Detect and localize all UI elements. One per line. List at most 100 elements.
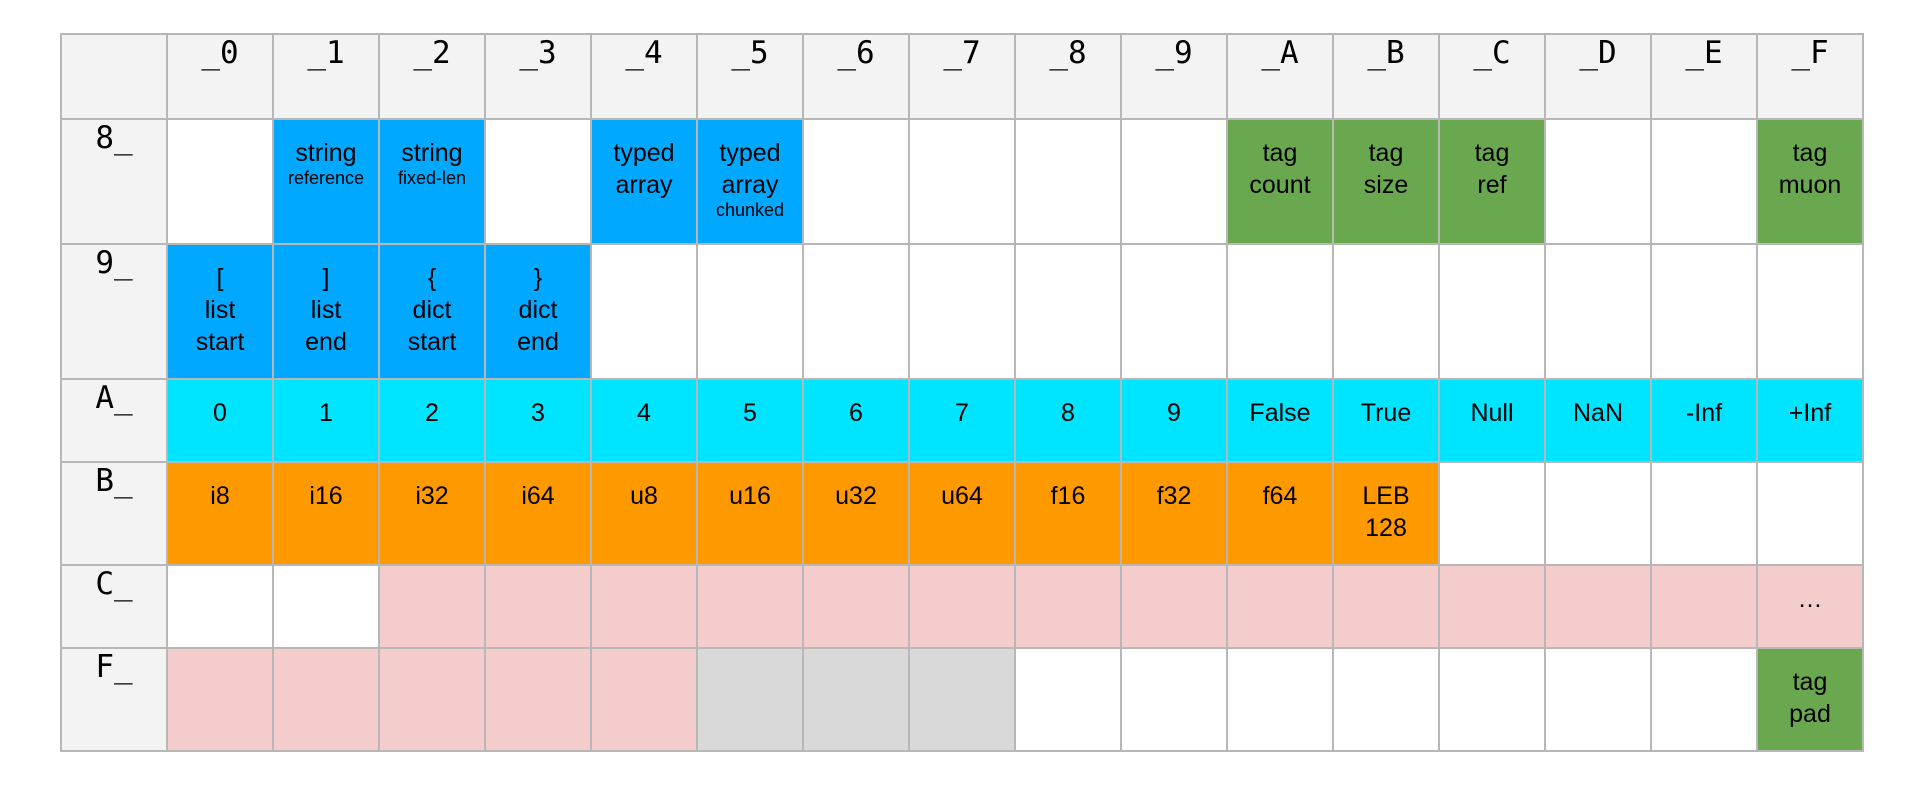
opcode-cell: 4 — [590, 378, 698, 463]
cell-line: 9 — [1167, 399, 1181, 427]
column-header: _2 — [378, 33, 486, 120]
opcode-cell: u32 — [802, 461, 910, 566]
cell-subtext: fixed-len — [397, 168, 467, 188]
opcode-cell — [1120, 243, 1228, 380]
cell-line: list — [310, 296, 342, 324]
opcode-cell: 3 — [484, 378, 592, 463]
corner-cell — [60, 33, 168, 120]
cell-text: 4 — [592, 380, 696, 429]
opcode-cell — [908, 564, 1016, 649]
column-header: _8 — [1014, 33, 1122, 120]
cell-text: -Inf — [1652, 380, 1756, 429]
opcode-cell: f16 — [1014, 461, 1122, 566]
opcode-cell — [272, 647, 380, 752]
cell-line: } — [533, 264, 543, 292]
cell-line: False — [1249, 399, 1311, 427]
opcode-cell — [378, 564, 486, 649]
opcode-cell — [484, 118, 592, 245]
opcode-cell — [1332, 243, 1440, 380]
column-header: _C — [1438, 33, 1546, 120]
opcode-cell: 1 — [272, 378, 380, 463]
cell-line: f64 — [1262, 482, 1298, 510]
cell-line: i64 — [521, 482, 555, 510]
opcode-cell — [1226, 564, 1334, 649]
opcode-cell: f32 — [1120, 461, 1228, 566]
cell-line: NaN — [1572, 399, 1623, 427]
cell-text: i64 — [486, 463, 590, 512]
column-header: _7 — [908, 33, 1016, 120]
opcode-cell — [1014, 647, 1122, 752]
opcode-cell — [1120, 647, 1228, 752]
opcode-cell — [1756, 461, 1864, 566]
cell-line: i32 — [415, 482, 449, 510]
cell-text: 1 — [274, 380, 378, 429]
cell-line: count — [1249, 171, 1311, 199]
opcode-cell — [1650, 647, 1758, 752]
cell-line: tag — [1792, 139, 1828, 167]
opcode-cell — [1544, 118, 1652, 245]
cell-line: tag — [1368, 139, 1404, 167]
opcode-cell: 7 — [908, 378, 1016, 463]
cell-line: f16 — [1050, 482, 1086, 510]
opcode-cell: False — [1226, 378, 1334, 463]
column-header: _6 — [802, 33, 910, 120]
cell-text: u64 — [910, 463, 1014, 512]
opcode-cell: 2 — [378, 378, 486, 463]
cell-line: start — [407, 328, 457, 356]
opcode-cell: -Inf — [1650, 378, 1758, 463]
cell-line: ] — [322, 264, 330, 292]
column-header-row: _0_1_2_3_4_5_6_7_8_9_A_B_C_D_E_F — [60, 33, 1864, 120]
cell-line: u64 — [941, 482, 983, 510]
cell-line: start — [195, 328, 245, 356]
opcode-cell: NaN — [1544, 378, 1652, 463]
cell-line: 2 — [425, 399, 439, 427]
opcode-cell: 9 — [1120, 378, 1228, 463]
cell-text: 7 — [910, 380, 1014, 429]
cell-text: u32 — [804, 463, 908, 512]
row-header: 8_ — [60, 118, 168, 245]
cell-text: 8 — [1016, 380, 1120, 429]
opcode-cell — [590, 243, 698, 380]
cell-line: u8 — [630, 482, 658, 510]
opcode-cell — [1120, 118, 1228, 245]
opcode-cell: i8 — [166, 461, 274, 566]
cell-line: +Inf — [1788, 399, 1832, 427]
cell-text: True — [1334, 380, 1438, 429]
cell-line: string — [295, 139, 357, 167]
opcode-cell — [1332, 647, 1440, 752]
opcode-cell — [802, 647, 910, 752]
row-header: C_ — [60, 564, 168, 649]
column-header: _9 — [1120, 33, 1228, 120]
cell-line: i16 — [309, 482, 343, 510]
cell-line: array — [721, 171, 779, 199]
cell-text: string — [274, 120, 378, 169]
cell-line: end — [305, 328, 347, 356]
opcode-cell — [484, 647, 592, 752]
opcode-cell: True — [1332, 378, 1440, 463]
cell-text: +Inf — [1758, 380, 1862, 429]
cell-line: [ — [216, 264, 224, 292]
opcode-cell — [908, 243, 1016, 380]
cell-line: muon — [1778, 171, 1842, 199]
opcode-cell — [1544, 564, 1652, 649]
column-header: _E — [1650, 33, 1758, 120]
cell-line: u16 — [729, 482, 771, 510]
cell-line: 5 — [743, 399, 757, 427]
cell-text: i16 — [274, 463, 378, 512]
opcode-cell — [1438, 461, 1546, 566]
opcode-cell: Null — [1438, 378, 1546, 463]
opcode-cell — [1438, 647, 1546, 752]
opcode-cell: … — [1756, 564, 1864, 649]
